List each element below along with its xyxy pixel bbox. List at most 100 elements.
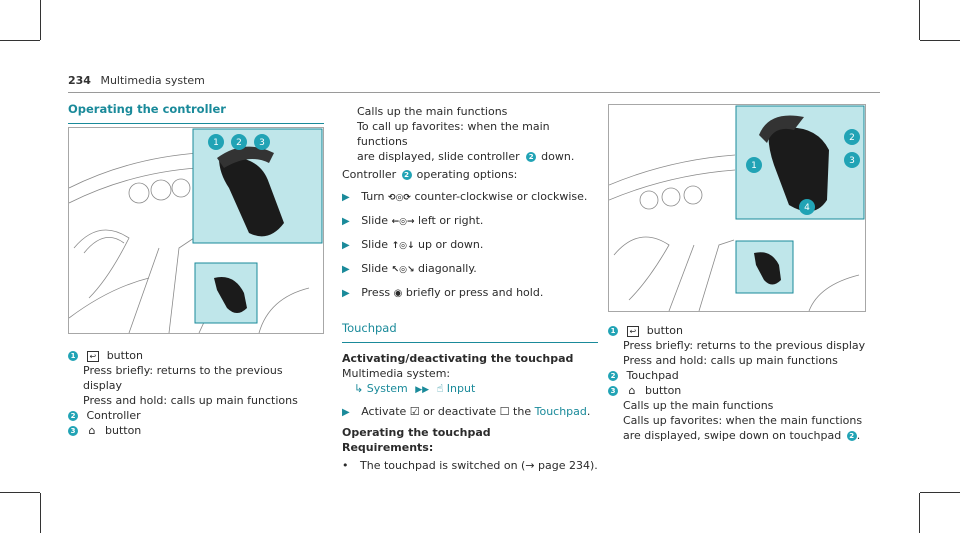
- slide-horizontal-icon: ←◎→: [391, 217, 415, 227]
- press-controller-icon: ◉: [393, 288, 403, 299]
- deactivate-text: or deactivate: [423, 405, 497, 418]
- step-arrow-icon: ▶: [342, 192, 350, 203]
- svg-text:2: 2: [849, 133, 855, 143]
- step-arrow-icon: ▶: [342, 264, 350, 275]
- legend-desc: Press briefly: returns to the previous d…: [83, 364, 283, 392]
- intro-text: are displayed, slide controller: [357, 150, 520, 163]
- badge-2: 2: [526, 152, 537, 162]
- menu-path-icon: ↳: [354, 382, 364, 395]
- action-text: diagonally.: [418, 262, 477, 275]
- svg-text:1: 1: [213, 138, 219, 148]
- crop-mark: [0, 492, 40, 493]
- legend-label: button: [644, 384, 682, 397]
- action-text: up or down.: [418, 238, 484, 251]
- badge-2: 2: [608, 371, 618, 381]
- action-item: ▶ Slide ↖◎↘ diagonally.: [342, 261, 598, 278]
- step-arrow-icon: ▶: [342, 216, 350, 227]
- page-header-title: Multimedia system: [100, 74, 205, 87]
- controller-figure: 1 2 3: [68, 127, 324, 334]
- period: .: [856, 429, 861, 442]
- badge-1: 1: [608, 326, 618, 336]
- legend-desc: Press and hold: calls up main functions: [623, 354, 838, 367]
- step-arrow-icon: ▶: [342, 407, 350, 418]
- touchpad-illustration: 1 2 3 4: [609, 105, 865, 311]
- period: .: [586, 405, 591, 418]
- action-item: ▶ Press ◉ briefly or press and hold.: [342, 285, 598, 301]
- legend-desc: Press and hold: calls up main functions: [83, 394, 298, 407]
- intro-line: Calls up the main functions: [357, 105, 508, 118]
- menu-item-system[interactable]: System: [366, 382, 408, 395]
- legend-item-1: 1 ↩ button: [68, 348, 324, 363]
- left-column: Operating the controller: [68, 102, 324, 124]
- action-verb: Turn: [361, 190, 385, 203]
- action-item: ▶ Slide ↑◎↓ up or down.: [342, 237, 598, 254]
- header-rule: [68, 92, 880, 93]
- options-prefix: Controller: [342, 168, 397, 181]
- middle-column: Calls up the main functions To call up f…: [342, 104, 598, 473]
- badge-2: 2: [68, 411, 78, 421]
- operating-title: Operating the touchpad: [342, 426, 491, 439]
- legend-desc: are displayed, swipe down on touchpad: [623, 429, 842, 442]
- crop-mark: [919, 493, 920, 533]
- action-item: ▶ Turn ⟲◎⟳ counter-clockwise or clockwis…: [342, 189, 598, 206]
- badge-2: 2: [401, 170, 412, 180]
- intro-end: down.: [541, 150, 575, 163]
- touchpad-link[interactable]: Touchpad: [534, 405, 587, 418]
- section-rule: [68, 123, 324, 124]
- page-number: 234: [68, 74, 91, 87]
- checkbox-checked-icon: ☑: [409, 405, 420, 418]
- requirement-text: The touchpad is switched on (→ page 234)…: [360, 459, 598, 472]
- legend-item-2: 2 Touchpad: [608, 368, 878, 383]
- action-verb: Slide: [361, 214, 389, 227]
- crop-mark: [40, 493, 41, 533]
- the-text: the: [513, 405, 532, 418]
- legend-label: Touchpad: [626, 369, 679, 382]
- slide-diagonal-icon: ↖◎↘: [391, 265, 415, 275]
- page-header: 234 Multimedia system: [68, 74, 205, 87]
- action-text: left or right.: [418, 214, 484, 227]
- back-icon: ↩: [626, 326, 640, 337]
- checkbox-unchecked-icon: ☐: [499, 405, 510, 418]
- legend-desc: Calls up the main functions: [623, 399, 774, 412]
- legend-label: button: [106, 349, 143, 362]
- touchpad-title: Touchpad: [342, 321, 397, 335]
- legend-item-2: 2 Controller: [68, 408, 324, 423]
- action-verb: Slide: [361, 238, 389, 251]
- crop-mark: [40, 0, 41, 40]
- svg-text:3: 3: [849, 156, 855, 166]
- section-title: Operating the controller: [68, 102, 226, 116]
- badge-2: 2: [846, 431, 857, 441]
- menu-path: ↳ System ▶▶ ☝ Input: [342, 381, 598, 398]
- legend-desc: Press briefly: returns to the previous d…: [623, 339, 866, 352]
- home-icon: ⌂: [628, 384, 636, 397]
- legend-label: button: [104, 424, 142, 437]
- menu-item-input[interactable]: Input: [446, 382, 476, 395]
- home-icon: ⌂: [88, 424, 96, 437]
- svg-text:1: 1: [751, 161, 757, 171]
- menu-separator-icon: ▶▶: [415, 385, 430, 395]
- slide-vertical-icon: ↑◎↓: [391, 241, 415, 251]
- left-legend: 1 ↩ button Press briefly: returns to the…: [68, 348, 324, 438]
- legend-label: Controller: [86, 409, 141, 422]
- turn-controller-icon: ⟲◎⟳: [388, 193, 411, 203]
- bullet-icon: •: [342, 459, 349, 472]
- touch-icon: ☝: [436, 382, 444, 395]
- legend-label: button: [646, 324, 683, 337]
- back-icon: ↩: [86, 351, 100, 362]
- legend-desc-end: are displayed, swipe down on touchpad 2.: [608, 428, 878, 443]
- action-verb: Slide: [361, 262, 389, 275]
- touchpad-figure: 1 2 3 4: [608, 104, 866, 312]
- crop-mark: [920, 40, 960, 41]
- section-rule: [342, 342, 598, 343]
- legend-desc: Calls up favorites: when the main functi…: [623, 414, 863, 427]
- crop-mark: [919, 0, 920, 40]
- right-legend: 1 ↩ button Press briefly: returns to the…: [608, 323, 878, 443]
- action-verb: Press: [361, 286, 391, 299]
- action-text: briefly or press and hold.: [405, 286, 544, 299]
- action-item: ▶ Slide ←◎→ left or right.: [342, 213, 598, 230]
- intro-line-end: are displayed, slide controller 2 down.: [342, 149, 598, 164]
- crop-mark: [0, 40, 40, 41]
- step-arrow-icon: ▶: [342, 288, 350, 299]
- menu-path-label: Multimedia system:: [342, 367, 451, 380]
